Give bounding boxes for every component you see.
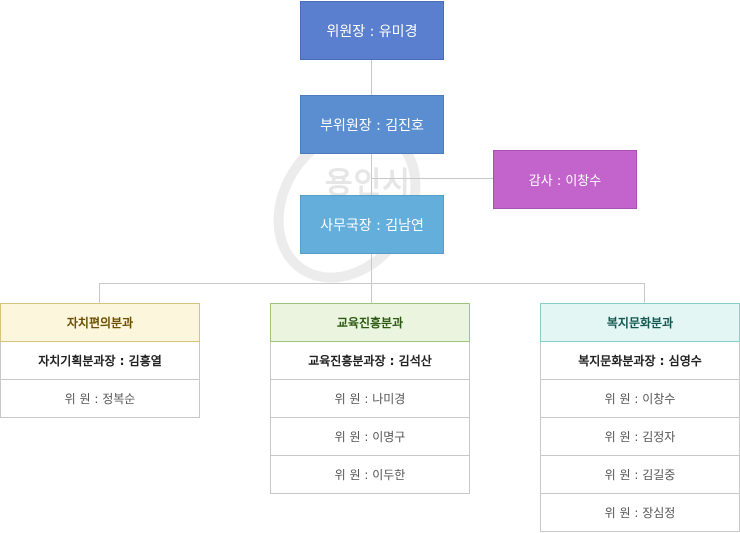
division-member: 위 원 : 이명구 bbox=[270, 418, 470, 456]
division-member: 위 원 : 나미경 bbox=[270, 380, 470, 418]
division-member: 위 원 : 정복순 bbox=[0, 380, 200, 418]
division-member: 위 원 : 이두한 bbox=[270, 456, 470, 494]
chair-node: 위원장 : 유미경 bbox=[300, 1, 444, 60]
division-lead: 교육진흥분과장 : 김석산 bbox=[270, 342, 470, 380]
connector-division-3 bbox=[644, 283, 645, 303]
connector-secretary-down bbox=[371, 254, 372, 283]
connector-division-1 bbox=[99, 283, 100, 303]
secretary-label: 사무국장 : 김남연 bbox=[320, 217, 424, 234]
connector-vice-secretary bbox=[371, 154, 372, 195]
connector-auditor bbox=[372, 178, 493, 179]
division-column-2: 교육진흥분과 교육진흥분과장 : 김석산 위 원 : 나미경 위 원 : 이명구… bbox=[270, 303, 470, 494]
connector-horizontal-bus bbox=[99, 283, 645, 284]
vice-chair-label: 부위원장 : 김진호 bbox=[320, 117, 424, 134]
division-column-1: 자치편의분과 자치기획분과장 : 김흥열 위 원 : 정복순 bbox=[0, 303, 200, 418]
division-header: 교육진흥분과 bbox=[270, 303, 470, 342]
auditor-node: 감사 : 이창수 bbox=[493, 150, 637, 209]
division-header: 자치편의분과 bbox=[0, 303, 200, 342]
chair-label: 위원장 : 유미경 bbox=[326, 23, 418, 40]
vice-chair-node: 부위원장 : 김진호 bbox=[300, 95, 444, 154]
division-lead: 자치기획분과장 : 김흥열 bbox=[0, 342, 200, 380]
connector-division-2 bbox=[371, 283, 372, 303]
division-column-3: 복지문화분과 복지문화분과장 : 심영수 위 원 : 이창수 위 원 : 김정자… bbox=[540, 303, 740, 532]
secretary-node: 사무국장 : 김남연 bbox=[300, 195, 444, 254]
division-member: 위 원 : 김정자 bbox=[540, 418, 740, 456]
division-member: 위 원 : 이창수 bbox=[540, 380, 740, 418]
connector-chair-vice bbox=[371, 60, 372, 95]
division-lead: 복지문화분과장 : 심영수 bbox=[540, 342, 740, 380]
division-header: 복지문화분과 bbox=[540, 303, 740, 342]
auditor-label: 감사 : 이창수 bbox=[528, 174, 602, 189]
division-member: 위 원 : 장심정 bbox=[540, 494, 740, 532]
division-member: 위 원 : 김길중 bbox=[540, 456, 740, 494]
